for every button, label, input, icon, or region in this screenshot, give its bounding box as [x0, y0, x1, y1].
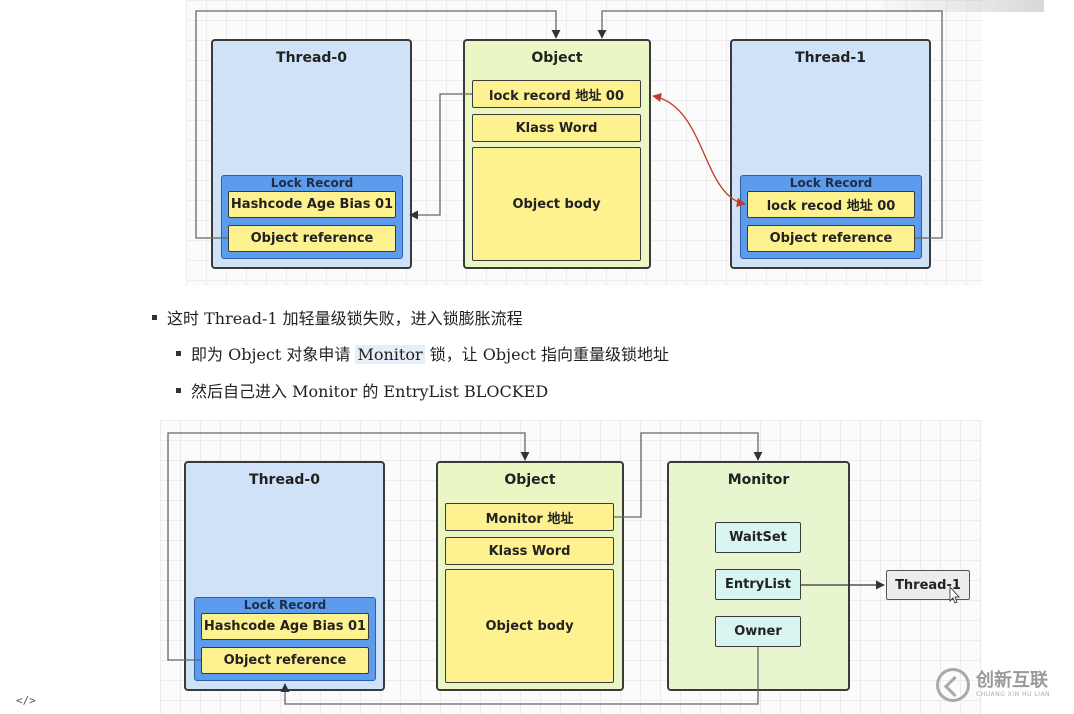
d2-thread0-object-reference: Object reference	[201, 647, 369, 674]
d1-thread1-lock-record-title: Lock Record	[789, 176, 873, 190]
d2-thread0-ref-to-object	[167, 432, 530, 661]
bullet-main-text: 这时 Thread-1 加轻量级锁失败，进入锁膨胀流程	[167, 309, 523, 328]
d2-object-klass-word: Klass Word	[445, 537, 614, 565]
d1-thread1-ref-to-object	[597, 10, 943, 239]
mouse-cursor-icon	[949, 585, 960, 604]
bullet-sub-1-suffix: 锁，让 Object 指向重量级锁地址	[424, 345, 670, 364]
d1-object-lock-record-field: lock record 地址 00	[472, 80, 641, 108]
d1-object-to-thread0-record	[409, 93, 472, 220]
code-icon[interactable]: </>	[16, 694, 36, 707]
d2-monitor-waitset: WaitSet	[715, 522, 801, 553]
d1-object-klass-word: Klass Word	[472, 114, 641, 142]
d1-object-title: Object	[531, 50, 583, 66]
bullet-sub-1-highlight: Monitor	[355, 345, 425, 364]
bullet-sub-2-text: 然后自己进入 Monitor 的 EntryList BLOCKED	[191, 382, 549, 401]
d1-thread0-title: Thread-0	[276, 50, 347, 66]
d1-object-body: Object body	[472, 147, 641, 261]
bullet-main: 这时 Thread-1 加轻量级锁失败，进入锁膨胀流程	[152, 305, 523, 329]
d2-object-title: Object	[504, 472, 556, 488]
d2-monitor-title: Monitor	[727, 472, 790, 488]
d1-thread0-object-reference: Object reference	[228, 225, 396, 252]
d2-thread0-title: Thread-0	[249, 472, 320, 488]
top-blurred-strip	[874, 0, 1044, 12]
bullet-sub-2: 然后自己进入 Monitor 的 EntryList BLOCKED	[176, 378, 548, 402]
d2-thread0-hashcode-field: Hashcode Age Bias 01	[201, 613, 369, 640]
d2-monitor-owner: Owner	[715, 616, 801, 647]
d1-thread0-ref-to-object	[195, 10, 561, 239]
bullet-marker	[152, 315, 157, 320]
d2-owner-to-thread0	[280, 647, 759, 705]
d2-object-monitor-field: Monitor 地址	[445, 503, 614, 531]
bullet-sub-1: 即为 Object 对象申请 Monitor 锁，让 Object 指向重量级锁…	[176, 341, 669, 365]
watermark-text: 创新互联 CHUANG XIN HU LIAN	[976, 672, 1050, 698]
watermark-sub: CHUANG XIN HU LIAN	[976, 691, 1051, 698]
d1-thread0-hashcode-field: Hashcode Age Bias 01	[228, 191, 396, 218]
bullet-sub-1-prefix: 即为 Object 对象申请	[191, 345, 356, 364]
d1-thread1-title: Thread-1	[795, 50, 866, 66]
bullet-marker	[176, 351, 181, 356]
d1-thread1-object-reference: Object reference	[747, 225, 915, 252]
d2-thread0-lock-record-title: Lock Record	[243, 598, 327, 612]
d1-thread1-lock-record-field: lock recod 地址 00	[747, 191, 915, 218]
watermark-logo-icon	[936, 668, 970, 702]
d2-object-to-monitor	[614, 432, 763, 518]
d1-thread0-lock-record-title: Lock Record	[270, 176, 354, 190]
d1-red-lock-arrow	[652, 93, 746, 207]
watermark: 创新互联 CHUANG XIN HU LIAN	[936, 660, 1072, 710]
d2-monitor-entrylist: EntryList	[715, 569, 801, 600]
bullet-marker	[176, 388, 181, 393]
d2-object-body: Object body	[445, 569, 614, 683]
watermark-main: 创新互联	[976, 670, 1048, 691]
d2-blocked-thread1: Thread-1	[886, 570, 970, 600]
